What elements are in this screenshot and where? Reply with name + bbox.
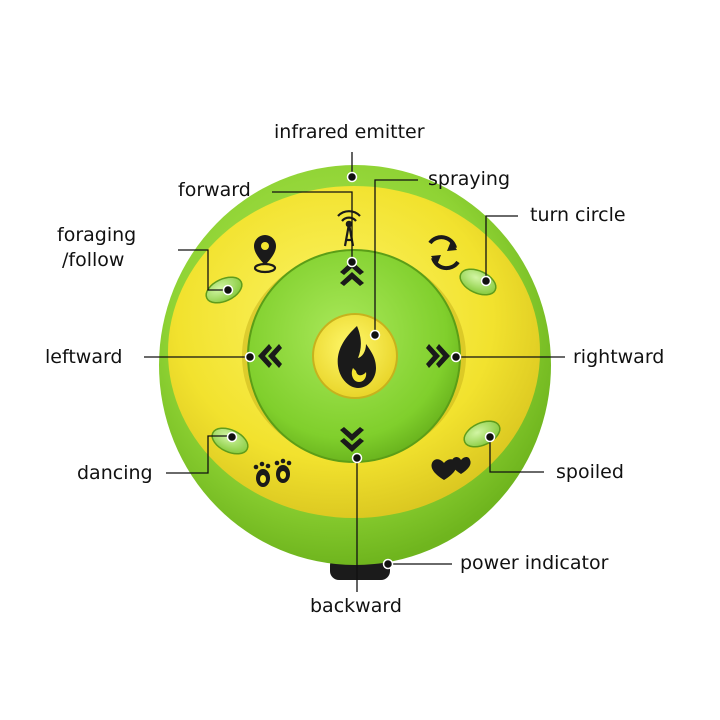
leader-spoiled bbox=[489, 437, 544, 473]
leader-dots bbox=[222, 171, 496, 570]
label-infrared-emitter: infrared emitter bbox=[274, 121, 425, 143]
leader-lines bbox=[144, 152, 565, 592]
label-rightward: rightward bbox=[573, 346, 665, 368]
leader-turn-circle bbox=[485, 215, 518, 280]
leader-dancing bbox=[166, 435, 232, 474]
label-spoiled: spoiled bbox=[556, 461, 624, 483]
leader-foraging bbox=[178, 249, 228, 291]
label-spraying: spraying bbox=[428, 168, 511, 190]
hearts-icon bbox=[431, 457, 471, 480]
label-leftward: leftward bbox=[45, 346, 123, 368]
label-power-indicator: power indicator bbox=[460, 552, 609, 574]
label-forward: forward bbox=[178, 179, 251, 201]
chevron-right-icon[interactable] bbox=[426, 344, 450, 368]
location-pin-icon bbox=[253, 235, 277, 274]
label-foraging: foraging bbox=[57, 224, 137, 246]
label-dancing: dancing bbox=[77, 462, 153, 484]
chevron-left-icon[interactable] bbox=[258, 344, 282, 368]
label-follow: /follow bbox=[62, 249, 125, 271]
label-backward: backward bbox=[310, 595, 402, 617]
flame-icon bbox=[337, 326, 376, 388]
chevron-down-icon[interactable] bbox=[340, 427, 364, 452]
leader-forward bbox=[272, 191, 353, 262]
label-turn-circle: turn circle bbox=[530, 204, 626, 226]
rotate-icon bbox=[428, 235, 460, 271]
leader-spraying bbox=[374, 179, 418, 332]
turn-circle-button[interactable] bbox=[456, 264, 500, 300]
chevron-up-icon[interactable] bbox=[340, 261, 364, 286]
footprints-icon bbox=[253, 458, 292, 487]
